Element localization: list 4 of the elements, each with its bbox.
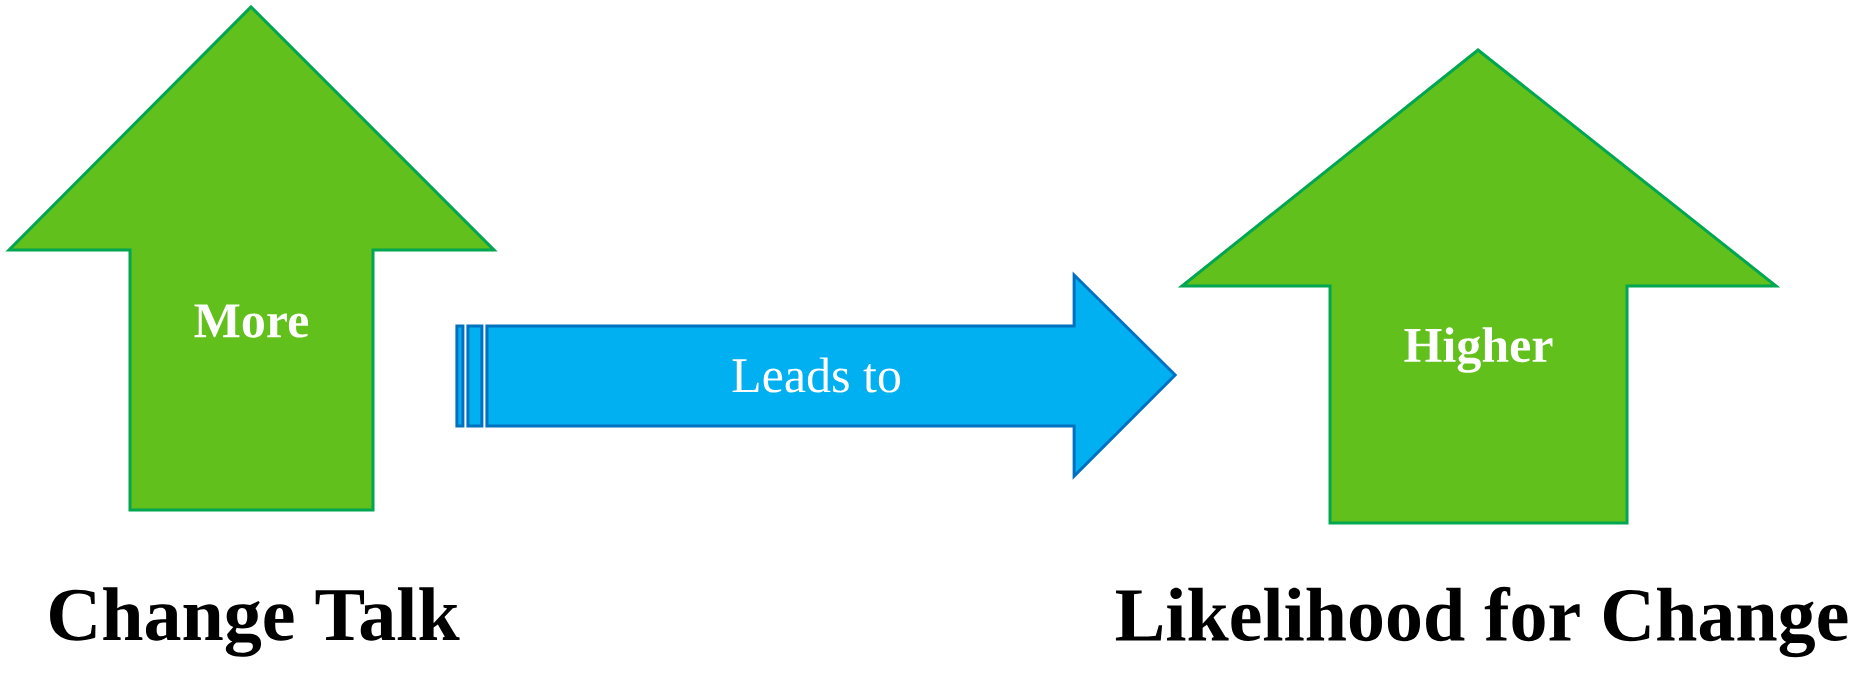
edge-label: Leads to <box>729 355 904 395</box>
node-label: Likelihood for Change <box>1115 586 1848 658</box>
block-arrow <box>455 271 1178 480</box>
node-label: Change Talk <box>50 587 460 657</box>
